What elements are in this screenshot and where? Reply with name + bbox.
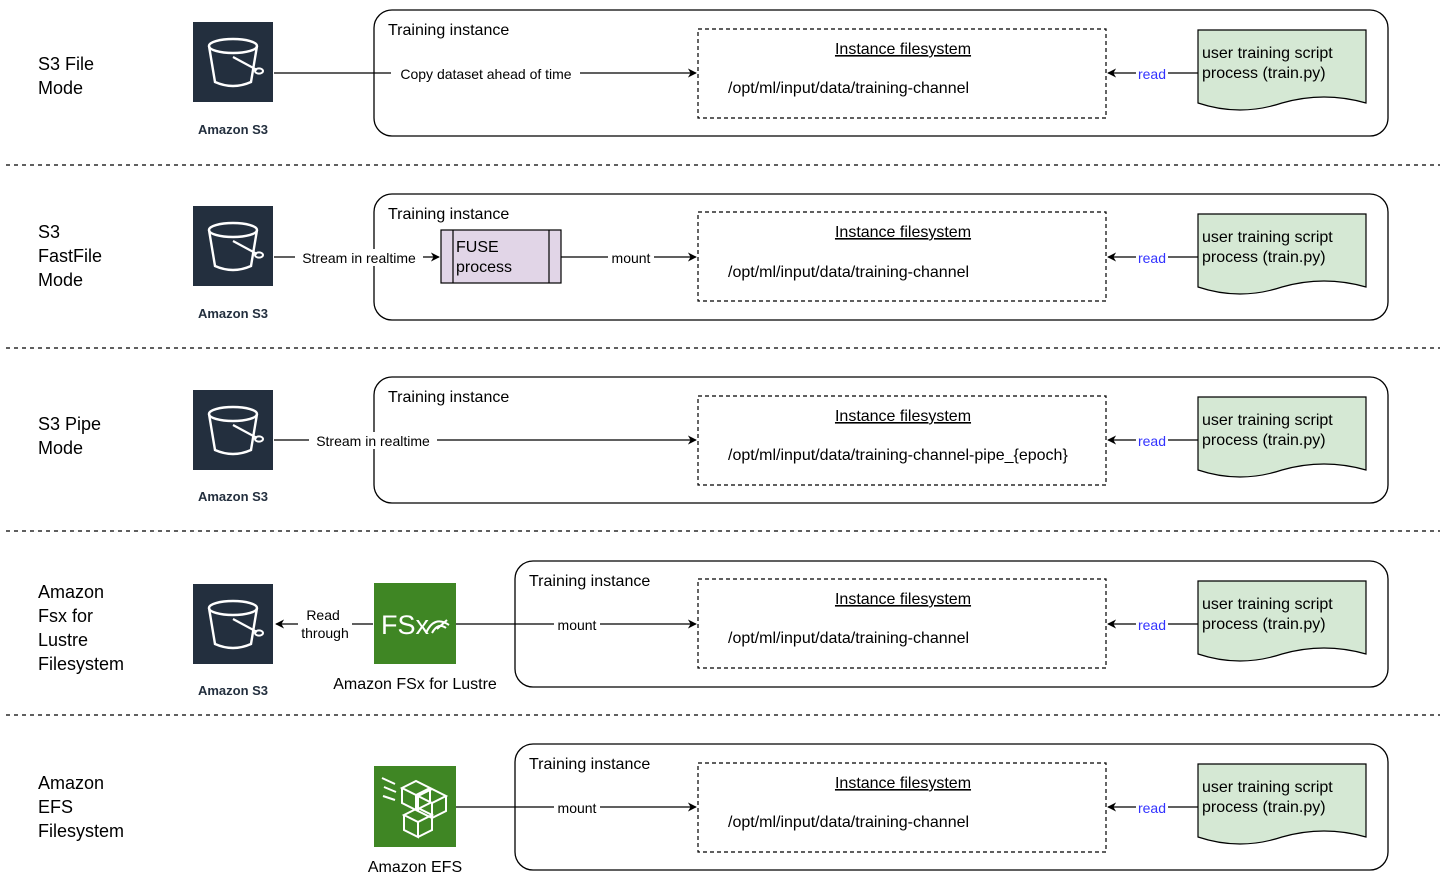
instance-filesystem bbox=[697, 762, 1107, 853]
channel-path: /opt/ml/input/data/training-channel bbox=[728, 80, 969, 97]
channel-path: /opt/ml/input/data/training-channel bbox=[728, 630, 969, 647]
instance-filesystem bbox=[697, 578, 1107, 669]
svg-text:FSx: FSx bbox=[381, 610, 430, 640]
edge-label: Stream in realtime bbox=[316, 433, 430, 449]
s3-bucket-icon bbox=[193, 584, 273, 664]
s3-bucket-icon bbox=[193, 390, 273, 470]
filesystem-title: Instance filesystem bbox=[835, 591, 971, 608]
read-through-label: Read through bbox=[301, 607, 348, 641]
training-instance-label: Training instance bbox=[388, 389, 509, 406]
instance-filesystem bbox=[697, 395, 1107, 486]
training-script-shape bbox=[1197, 763, 1367, 845]
channel-path: /opt/ml/input/data/training-channel-pipe… bbox=[728, 447, 1068, 464]
instance-filesystem bbox=[697, 28, 1107, 119]
channel-path: /opt/ml/input/data/training-channel bbox=[728, 814, 969, 831]
training-instance-label: Training instance bbox=[388, 22, 509, 39]
channel-path: /opt/ml/input/data/training-channel bbox=[728, 264, 969, 281]
row-separators bbox=[6, 164, 1440, 716]
row-s3-file-mode: S3 File Mode Amazon S3 Training instance… bbox=[38, 9, 1389, 137]
training-script-label: user training script process (train.py) bbox=[1202, 596, 1337, 633]
service-label: Amazon FSx for Lustre bbox=[333, 676, 497, 693]
training-script-shape bbox=[1197, 29, 1367, 111]
instance-filesystem bbox=[697, 211, 1107, 302]
fuse-process-label: FUSE process bbox=[456, 239, 512, 276]
edge-label: Copy dataset ahead of time bbox=[400, 66, 571, 82]
read-label: read bbox=[1138, 66, 1166, 82]
fsx-lustre-icon: FSx bbox=[374, 583, 456, 664]
s3-bucket-icon bbox=[193, 206, 273, 286]
read-label: read bbox=[1138, 800, 1166, 816]
read-label: read bbox=[1138, 617, 1166, 633]
row-s3-pipe-mode: S3 Pipe Mode Amazon S3 Training instance… bbox=[38, 376, 1389, 504]
row-s3-fastfile-mode: S3 FastFile Mode Amazon S3 Training inst… bbox=[38, 193, 1389, 321]
filesystem-title: Instance filesystem bbox=[835, 775, 971, 792]
mode-label: Amazon Fsx for Lustre Filesystem bbox=[38, 582, 124, 674]
service-label: Amazon EFS bbox=[368, 859, 462, 876]
filesystem-title: Instance filesystem bbox=[835, 408, 971, 425]
row-efs: Amazon EFS Filesystem Amazon EFS Trainin… bbox=[38, 743, 1389, 876]
training-instance-label: Training instance bbox=[529, 573, 650, 590]
filesystem-title: Instance filesystem bbox=[835, 224, 971, 241]
source-label: Amazon S3 bbox=[198, 489, 268, 504]
source-label: Amazon S3 bbox=[198, 683, 268, 698]
edge-label: Stream in realtime bbox=[302, 250, 416, 266]
filesystem-title: Instance filesystem bbox=[835, 41, 971, 58]
edge-label: mount bbox=[558, 800, 597, 816]
read-label: read bbox=[1138, 433, 1166, 449]
mode-label: S3 Pipe Mode bbox=[38, 414, 106, 458]
fuse-process-box bbox=[440, 229, 562, 284]
read-label: read bbox=[1138, 250, 1166, 266]
efs-icon bbox=[374, 766, 456, 847]
training-script-shape bbox=[1197, 396, 1367, 478]
training-script-shape bbox=[1197, 213, 1367, 295]
mode-label: S3 File Mode bbox=[38, 54, 99, 98]
training-instance-label: Training instance bbox=[529, 756, 650, 773]
training-script-label: user training script process (train.py) bbox=[1202, 229, 1337, 266]
edge-label: mount bbox=[558, 617, 597, 633]
row-fsx-lustre: Amazon Fsx for Lustre Filesystem Amazon … bbox=[38, 560, 1389, 698]
training-script-label: user training script process (train.py) bbox=[1202, 779, 1337, 816]
training-script-label: user training script process (train.py) bbox=[1202, 412, 1337, 449]
s3-bucket-icon bbox=[193, 22, 273, 102]
training-script-label: user training script process (train.py) bbox=[1202, 45, 1337, 82]
source-label: Amazon S3 bbox=[198, 122, 268, 137]
training-instance-label: Training instance bbox=[388, 206, 509, 223]
mode-label: S3 FastFile Mode bbox=[38, 222, 107, 290]
training-script-shape bbox=[1197, 580, 1367, 662]
mode-label: Amazon EFS Filesystem bbox=[38, 773, 124, 841]
mount-label: mount bbox=[612, 250, 651, 266]
source-label: Amazon S3 bbox=[198, 306, 268, 321]
